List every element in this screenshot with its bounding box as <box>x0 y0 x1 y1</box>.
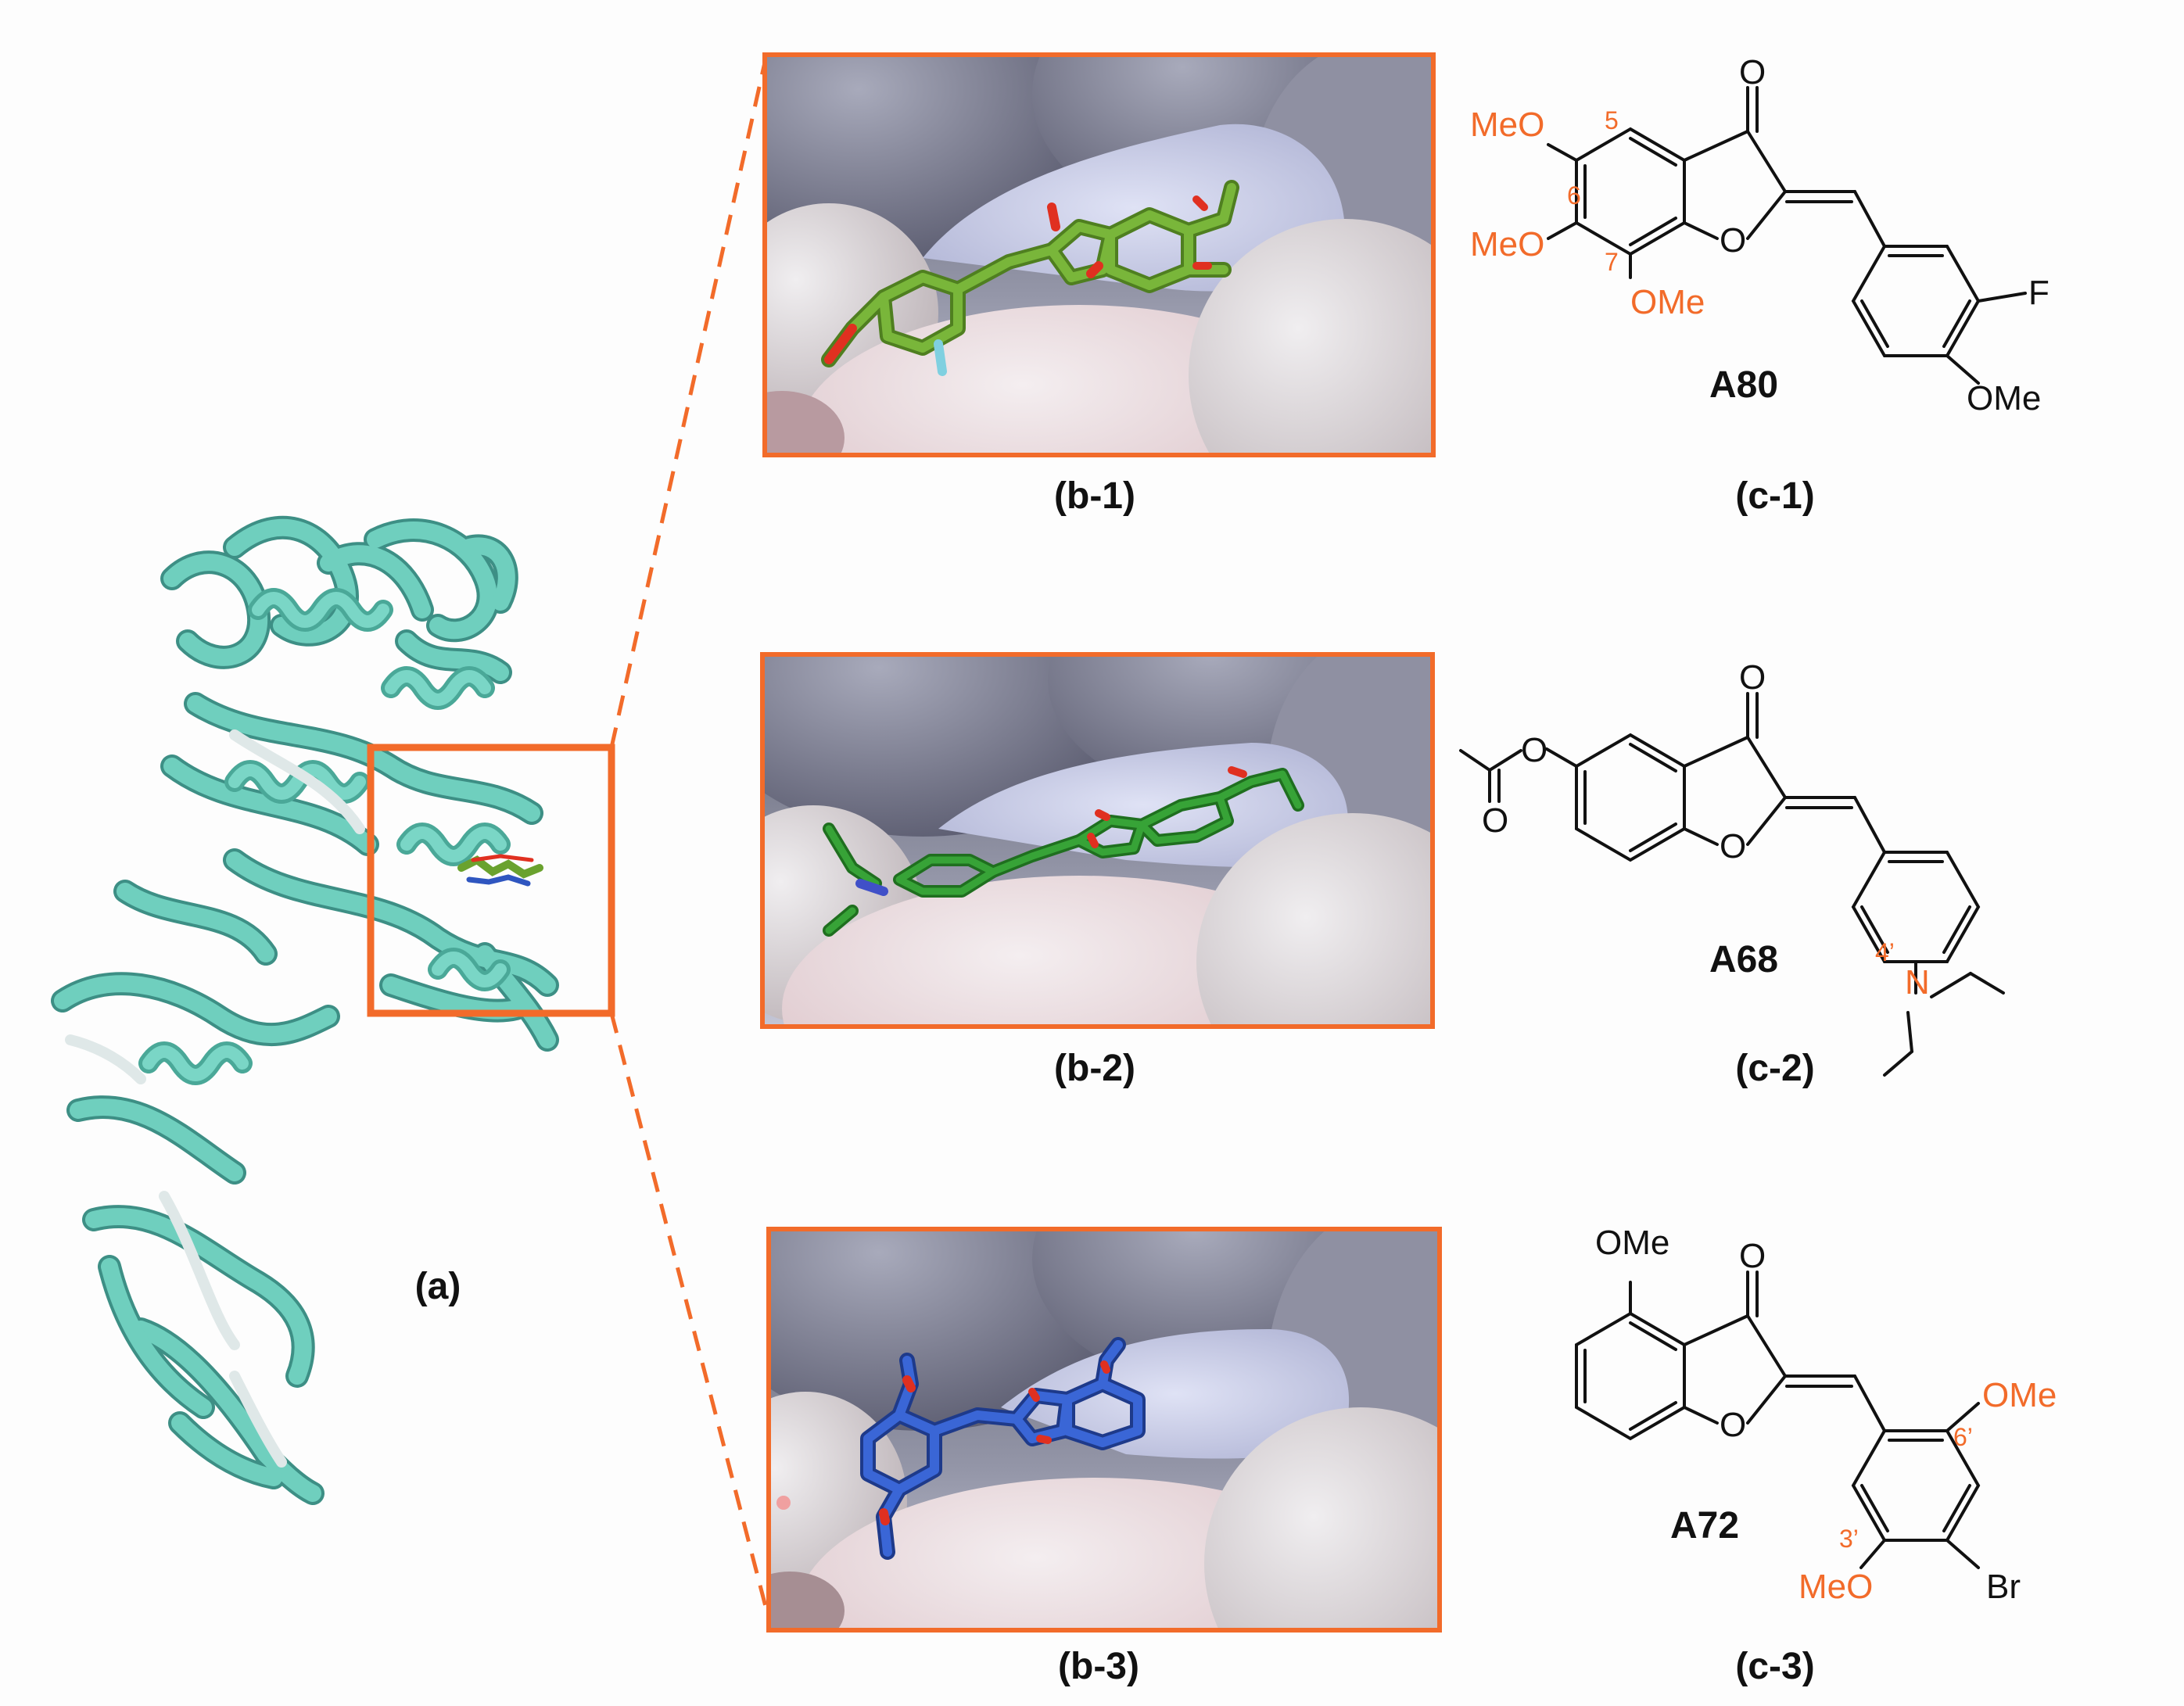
compound-a72-name: A72 <box>1669 1505 1740 1547</box>
a72-keto-o: O <box>1739 1237 1766 1275</box>
pocket-b3 <box>769 1229 1440 1630</box>
a72-pos-3p: 3’ <box>1839 1525 1859 1553</box>
panel-c2-label: (c-2) <box>1735 1048 1815 1089</box>
structure-a68-bonds <box>1459 692 2005 1077</box>
a68-nitrogen: N <box>1905 963 1930 1002</box>
panel-a-label: (a) <box>414 1266 461 1307</box>
zoom-lines <box>609 62 771 1619</box>
panel-c3-label: (c-3) <box>1735 1646 1815 1687</box>
panel-b2-label: (b-2) <box>1054 1048 1135 1089</box>
pocket-b3-frame <box>766 1227 1442 1633</box>
a80-ome-right: OMe <box>1967 379 2042 418</box>
structure-a72-bonds <box>1575 1271 1981 1569</box>
ligand-b1 <box>821 180 1239 376</box>
pocket-b1-frame <box>762 52 1436 457</box>
panel-b1-label: (b-1) <box>1054 475 1135 517</box>
a80-pos-5: 5 <box>1605 106 1619 134</box>
pocket-b2 <box>762 654 1433 1027</box>
a80-fluorine: F <box>2028 274 2050 312</box>
compound-a80-name: A80 <box>1709 364 1779 406</box>
a80-meo-5: MeO <box>1470 106 1545 144</box>
compound-a68-name: A68 <box>1709 939 1779 980</box>
a72-meo-3p: MeO <box>1798 1568 1874 1606</box>
a68-ester-o: O <box>1521 731 1548 769</box>
a72-bromine: Br <box>1986 1568 2021 1606</box>
a72-ome-4: OMe <box>1595 1224 1670 1262</box>
a72-ome-6p: OMe <box>1982 1376 2057 1414</box>
protein-ligand <box>457 854 543 887</box>
a72-pos-6p: 6’ <box>1953 1423 1973 1451</box>
pocket-b2-frame <box>760 652 1435 1029</box>
panel-b3-label: (b-3) <box>1058 1646 1139 1687</box>
protein-ribbon <box>51 515 559 1505</box>
a80-meo-6: MeO <box>1470 225 1545 263</box>
a80-ome-7: OMe <box>1630 283 1705 321</box>
binding-site-box <box>367 744 615 1017</box>
a80-keto-o: O <box>1739 53 1766 91</box>
a68-ring-o: O <box>1720 827 1747 866</box>
a68-acyl-o: O <box>1482 801 1509 840</box>
ligand-b2 <box>823 766 1304 937</box>
a80-pos-7: 7 <box>1605 248 1619 276</box>
a68-keto-o: O <box>1739 658 1766 697</box>
ligand-b3 <box>860 1337 1146 1560</box>
a80-ring-o: O <box>1720 221 1747 260</box>
a72-ring-o: O <box>1720 1406 1747 1444</box>
a68-pos-4p: 4’ <box>1875 938 1895 966</box>
panel-c1-label: (c-1) <box>1735 475 1815 517</box>
structure-a80-bonds <box>1547 86 2027 385</box>
a80-pos-6: 6 <box>1567 181 1581 210</box>
